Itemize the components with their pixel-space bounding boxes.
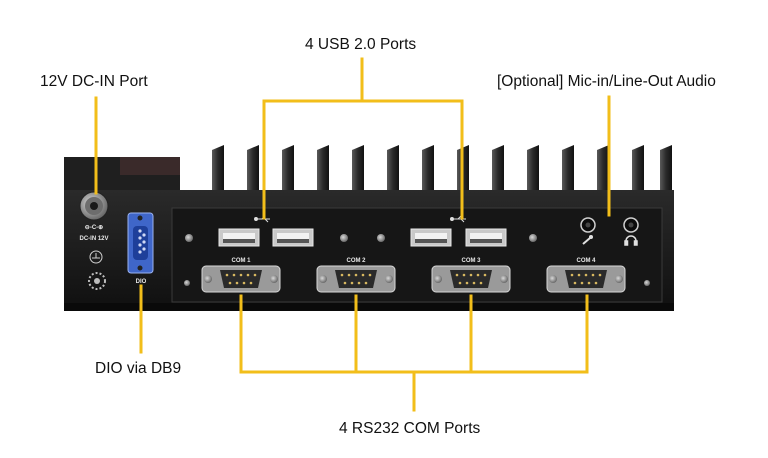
chassis-base bbox=[64, 303, 674, 311]
dio-label: DIO via DB9 bbox=[95, 360, 182, 377]
ground-icon bbox=[89, 250, 103, 264]
vent-icon bbox=[88, 272, 106, 290]
usb-port bbox=[465, 228, 507, 247]
com-ports-label: 4 RS232 COM Ports bbox=[339, 420, 481, 437]
com-port-label: COM 1 bbox=[231, 258, 251, 264]
dio-db9-port: DIO bbox=[127, 212, 154, 285]
com-port: COM 1 bbox=[201, 258, 281, 293]
com-port-label: COM 2 bbox=[346, 258, 366, 264]
callout-lines bbox=[94, 57, 611, 412]
microphone-icon bbox=[582, 235, 593, 245]
audio-ports-label: [Optional] Mic-in/Line-Out Audio bbox=[497, 73, 716, 90]
mic-in-jack bbox=[580, 217, 596, 233]
usb-icon bbox=[450, 215, 466, 223]
line-out-jack bbox=[623, 217, 639, 233]
dcin-port-label: 12V DC-IN Port bbox=[40, 73, 148, 90]
svg-text:⊖-C-⊕: ⊖-C-⊕ bbox=[85, 225, 103, 231]
usb-port bbox=[272, 228, 314, 247]
dcin-port: ⊖-C-⊕ DC-IN 12V bbox=[79, 191, 109, 242]
usb-port bbox=[218, 228, 260, 247]
top-cover-plate bbox=[120, 157, 180, 175]
dio-panel-text: DIO bbox=[136, 279, 147, 285]
com-port-label: COM 3 bbox=[461, 258, 481, 264]
com-port: COM 4 bbox=[546, 258, 626, 293]
heatsink-fins bbox=[212, 145, 672, 195]
headphones-icon bbox=[624, 235, 638, 246]
usb-port bbox=[410, 228, 452, 247]
usb-ports-label: 4 USB 2.0 Ports bbox=[305, 36, 417, 53]
com-port: COM 3 bbox=[431, 258, 511, 293]
com-port: COM 2 bbox=[316, 258, 396, 293]
dcin-panel-text: DC-IN 12V bbox=[79, 236, 108, 242]
com-port-label: COM 4 bbox=[576, 258, 596, 264]
panel-screws bbox=[184, 234, 650, 286]
